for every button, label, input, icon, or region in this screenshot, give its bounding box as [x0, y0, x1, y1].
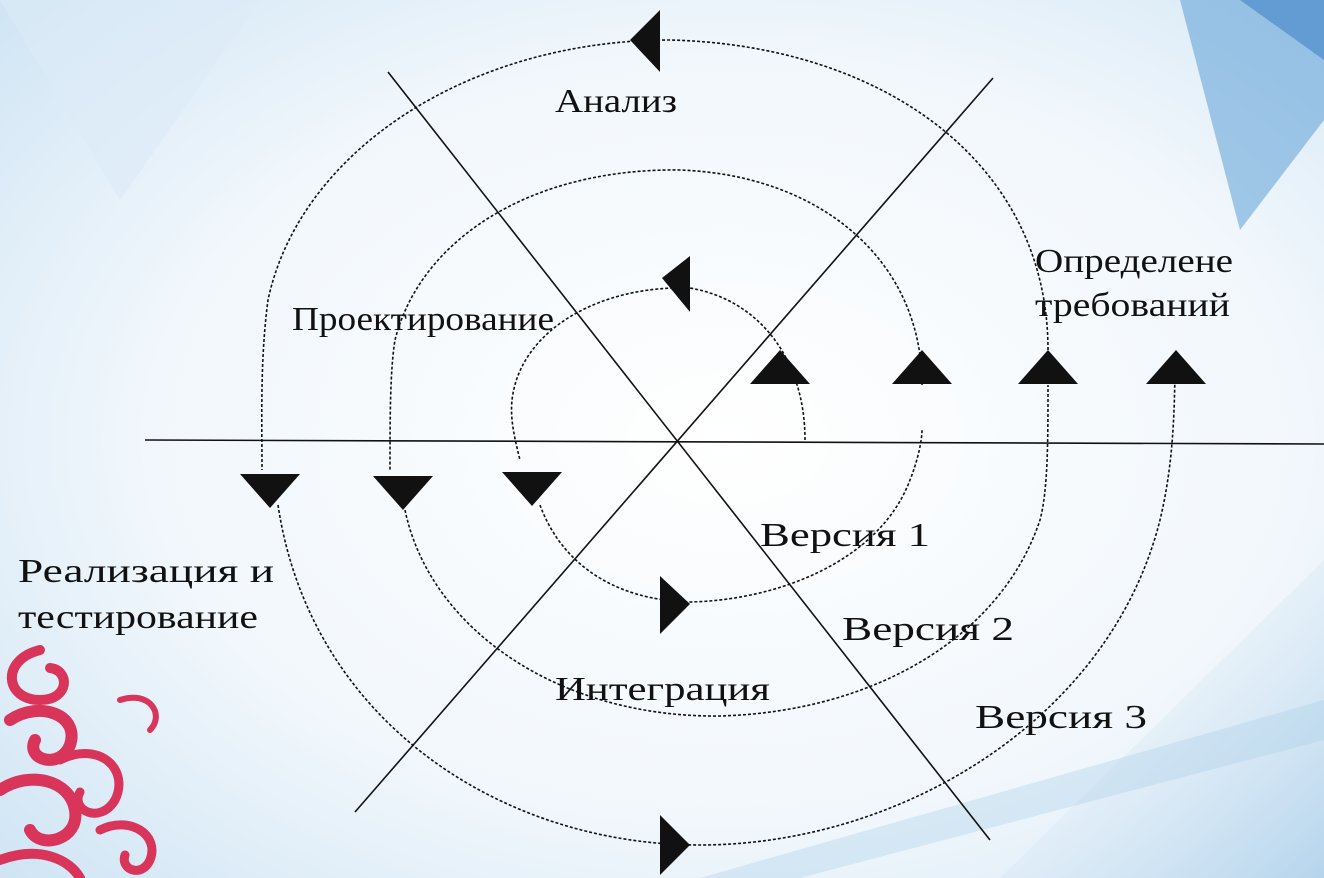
label-implementation-line1: Реализация и — [18, 553, 274, 590]
label-implementation-line2: тестирование — [18, 599, 258, 636]
label-version-3: Версия 3 — [975, 699, 1147, 736]
label-analysis: Анализ — [555, 83, 677, 120]
label-version-2: Версия 2 — [842, 611, 1014, 648]
label-design: Проектирование — [292, 301, 554, 338]
label-requirements-line2: требований — [1035, 287, 1230, 324]
label-requirements-line1: Определене — [1035, 243, 1233, 280]
label-version-1: Версия 1 — [760, 517, 930, 554]
label-integration: Интеграция — [555, 671, 770, 708]
